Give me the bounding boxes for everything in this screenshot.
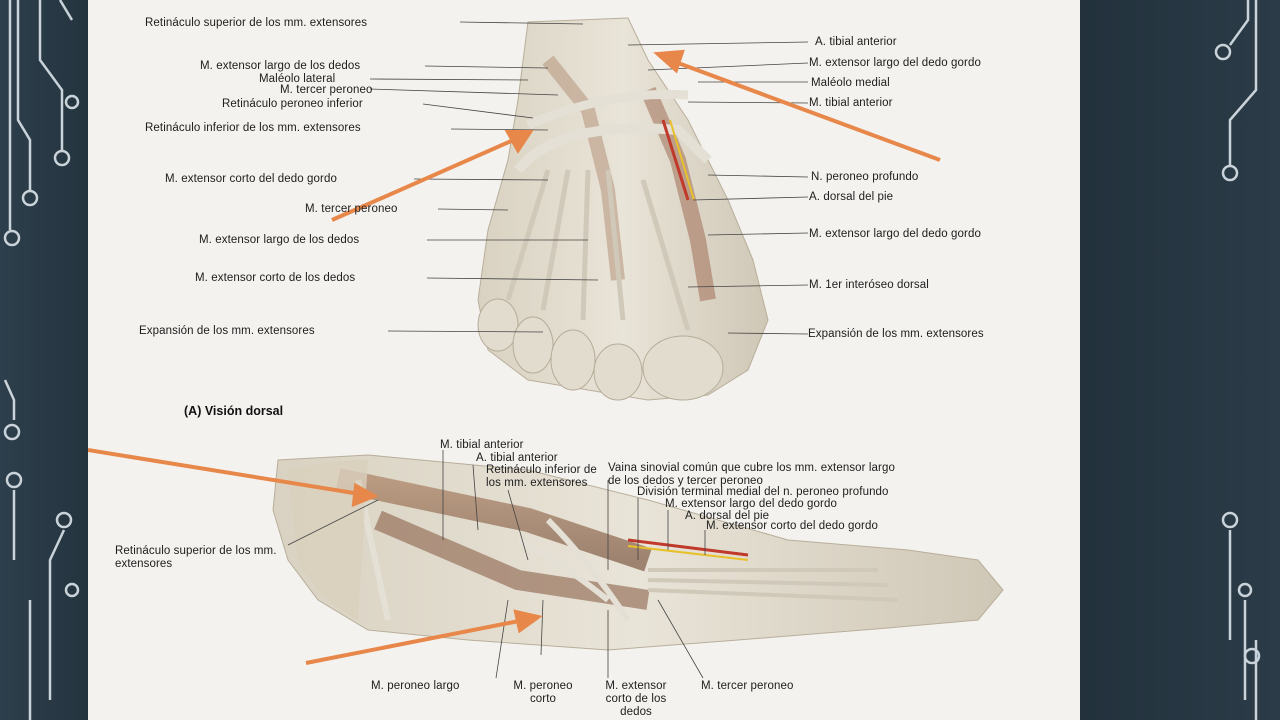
label-bottom-dorsal-pie: A. dorsal del pie <box>685 510 770 522</box>
label-bottom-peroneo-corto: M. peroneo corto <box>513 680 573 705</box>
right-decor-panel <box>1080 0 1280 720</box>
foot-dorsal-view <box>477 17 769 401</box>
label-extensor-largo-dedos-2: M. extensor largo de los dedos <box>199 234 360 246</box>
label-a-dorsal-pie: A. dorsal del pie <box>809 191 894 203</box>
label-extensor-largo-gordo: M. extensor largo del dedo gordo <box>809 57 981 69</box>
label-bottom-tibial-anterior: M. tibial anterior <box>440 439 524 451</box>
anatomy-figure: Retináculo superior de los mm. extensore… <box>88 0 1080 720</box>
label-bottom-retinaculo-inferior: Retináculo inferior de los mm. extensore… <box>486 464 597 489</box>
label-bottom-division-terminal: División terminal medial del n. peroneo … <box>637 486 889 498</box>
label-bottom-tercer-peroneo: M. tercer peroneo <box>701 680 794 692</box>
leader-lines <box>287 21 809 679</box>
label-maleolo-medial: Maléolo medial <box>811 77 890 89</box>
label-retinaculo-superior: Retináculo superior de los mm. extensore… <box>145 17 368 29</box>
label-extensor-corto-dedos: M. extensor corto de los dedos <box>195 272 356 284</box>
label-bottom-extensor-corto-gordo: M. extensor corto del dedo gordo <box>706 520 878 532</box>
label-bottom-extensor-corto-dedos: M. extensor corto de los dedos <box>605 680 667 718</box>
label-tercer-peroneo-2: M. tercer peroneo <box>305 203 398 215</box>
label-expansion-extensores: Expansión de los mm. extensores <box>139 325 315 337</box>
label-extensor-largo-gordo-2: M. extensor largo del dedo gordo <box>809 228 981 240</box>
label-interoseo-dorsal: M. 1er interóseo dorsal <box>809 279 929 291</box>
label-a-tibial-anterior: A. tibial anterior <box>815 36 897 48</box>
annotation-arrows <box>88 49 941 665</box>
label-bottom-retinaculo-superior: Retináculo superior de los mm. extensore… <box>115 545 277 570</box>
label-extensor-corto-gordo: M. extensor corto del dedo gordo <box>165 173 337 185</box>
label-bottom-vaina-sinovial: Vaina sinovial común que cubre los mm. e… <box>608 462 895 487</box>
label-retinaculo-inferior: Retináculo inferior de los mm. extensore… <box>145 122 361 134</box>
figure-caption: (A) Visión dorsal <box>184 404 284 418</box>
label-expansion-extensores-2: Expansión de los mm. extensores <box>808 328 984 340</box>
label-tercer-peroneo: M. tercer peroneo <box>280 84 373 96</box>
label-bottom-extensor-largo-gordo: M. extensor largo del dedo gordo <box>665 498 837 510</box>
label-m-tibial-anterior: M. tibial anterior <box>809 97 893 109</box>
left-decor-panel <box>0 0 88 720</box>
label-n-peroneo-profundo: N. peroneo profundo <box>811 171 919 183</box>
circuit-decoration-left <box>3 0 80 720</box>
label-extensor-largo-dedos: M. extensor largo de los dedos <box>200 60 361 72</box>
label-bottom-a-tibial-anterior: A. tibial anterior <box>476 452 558 464</box>
label-retinaculo-peroneo-inferior: Retináculo peroneo inferior <box>222 98 363 110</box>
circuit-decoration-right <box>1214 0 1261 720</box>
label-maleolo-lateral: Maléolo lateral <box>259 73 336 85</box>
label-bottom-peroneo-largo: M. peroneo largo <box>371 680 460 692</box>
foot-illustration <box>88 0 1080 720</box>
